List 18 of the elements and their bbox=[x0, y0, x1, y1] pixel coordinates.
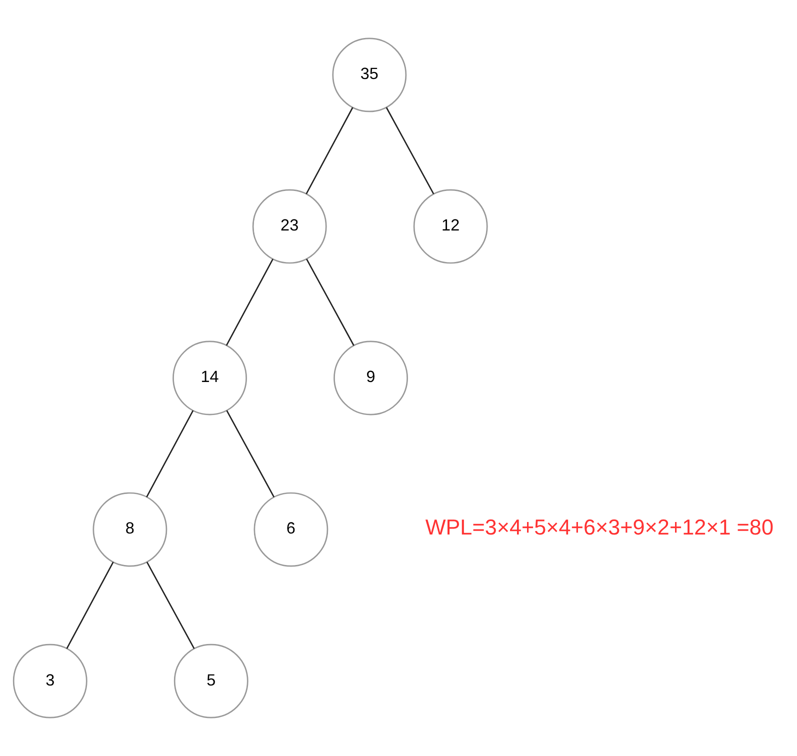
connector bbox=[226, 410, 275, 498]
connector bbox=[306, 107, 354, 194]
node-circle: 12 bbox=[413, 189, 488, 264]
node-circle: 3 bbox=[12, 644, 88, 718]
connector bbox=[386, 107, 434, 194]
connector bbox=[66, 562, 114, 649]
node-circle: 8 bbox=[92, 492, 168, 567]
label: WPL=3×4+5×4+6×3+9×2+12×1 =80 bbox=[425, 514, 774, 540]
node-circle: 23 bbox=[252, 189, 327, 264]
connector bbox=[226, 258, 274, 346]
node-circle: 5 bbox=[174, 644, 248, 718]
node-circle: 6 bbox=[254, 492, 328, 567]
node-circle: 14 bbox=[172, 340, 247, 416]
node-circle: 35 bbox=[332, 38, 407, 112]
connector bbox=[146, 410, 194, 498]
connector bbox=[306, 258, 354, 346]
node-circle: 9 bbox=[334, 340, 408, 416]
connector bbox=[146, 562, 195, 649]
